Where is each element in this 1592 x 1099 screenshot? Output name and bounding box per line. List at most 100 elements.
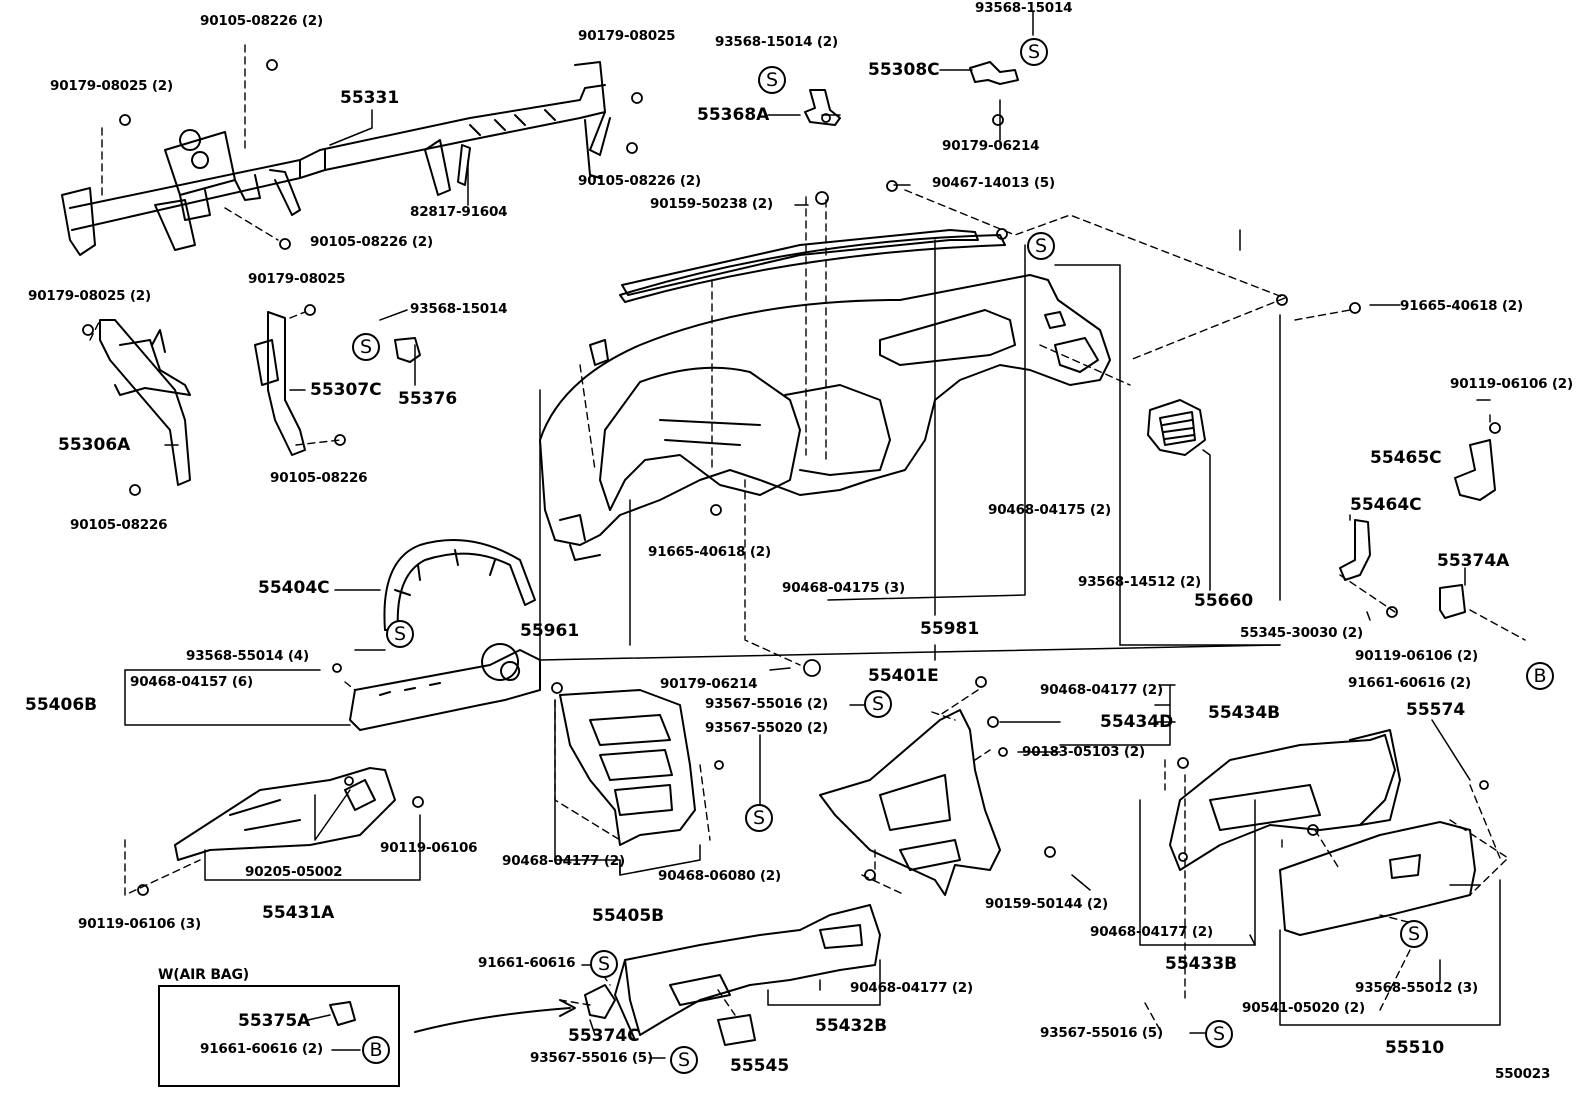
s-marker: S xyxy=(670,1046,698,1074)
part-label: 90468-04177 (2) xyxy=(850,980,973,996)
part-label: 91665-40618 (2) xyxy=(648,544,771,560)
part-label: 90179-08025 (2) xyxy=(28,288,151,304)
part-label: 90468-04177 (2) xyxy=(1040,682,1163,698)
bracket-55375A xyxy=(329,1001,356,1026)
s-marker: S xyxy=(1400,920,1428,948)
part-label: 90105-08226 xyxy=(270,470,368,486)
part-label: 90468-04177 (2) xyxy=(502,853,625,869)
part-label: 90179-06214 xyxy=(942,138,1040,154)
part-label: 55345-30030 (2) xyxy=(1240,625,1363,641)
glovebox-door-55510 xyxy=(1279,821,1476,936)
clip-55368A xyxy=(804,89,841,126)
part-label: 55376 xyxy=(398,389,458,409)
b-marker: B xyxy=(362,1036,390,1064)
part-label: 90159-50238 (2) xyxy=(650,196,773,212)
bracket-55465C xyxy=(1454,439,1496,501)
part-label: 55431A xyxy=(262,903,335,923)
airbag-inset-box xyxy=(158,985,400,1087)
dashed-leaders xyxy=(89,44,1526,1031)
part-label: 90468-04177 (2) xyxy=(1090,924,1213,940)
part-label: 90468-06080 (2) xyxy=(658,868,781,884)
part-label: 90468-04175 (2) xyxy=(988,502,1111,518)
part-label: 90179-08025 (2) xyxy=(50,78,173,94)
garnish-55404C xyxy=(383,539,536,631)
part-label: 90105-08226 (2) xyxy=(200,13,323,29)
part-label: 90541-05020 (2) xyxy=(1242,1000,1365,1016)
airbag-arrow xyxy=(414,1007,571,1033)
part-label: 93568-55012 (3) xyxy=(1355,980,1478,996)
part-label: 90105-08226 (2) xyxy=(578,173,701,189)
trim-panel-55406B xyxy=(349,643,541,731)
side-vent-55660 xyxy=(1147,399,1206,456)
clip-55376 xyxy=(394,337,421,363)
part-label: 93567-55016 (2) xyxy=(705,696,828,712)
part-label: 55374A xyxy=(1437,551,1510,571)
part-label: 90179-08025 xyxy=(248,271,346,287)
airbag-title: W(AIR BAG) xyxy=(158,967,249,983)
part-label: 55510 xyxy=(1385,1038,1445,1058)
s-marker: S xyxy=(864,690,892,718)
bracket-55374C xyxy=(584,984,616,1019)
cover-55545 xyxy=(717,1014,756,1046)
part-label: 55401E xyxy=(868,666,939,686)
part-label: 55307C xyxy=(310,380,382,400)
s-marker: S xyxy=(352,333,380,361)
bracket-55307C xyxy=(254,311,306,456)
part-label: 93568-15014 xyxy=(975,0,1073,16)
part-label: 93567-55016 (5) xyxy=(530,1050,653,1066)
part-label: 90179-06214 xyxy=(660,676,758,692)
part-label: 550023 xyxy=(1495,1066,1551,1082)
part-label: 55434B xyxy=(1208,703,1281,723)
part-label: 93568-55014 (4) xyxy=(186,648,309,664)
lower-finish-55432B xyxy=(614,904,881,1041)
part-label: 90467-14013 (5) xyxy=(932,175,1055,191)
part-label: 93567-55016 (5) xyxy=(1040,1025,1163,1041)
instrument-panel-55401E xyxy=(539,234,1111,561)
part-label: 90468-04175 (3) xyxy=(782,580,905,596)
bracket-55464C xyxy=(1339,519,1371,581)
bracket-55306A xyxy=(99,319,191,486)
s-marker: S xyxy=(1205,1020,1233,1048)
part-label: 91661-60616 (2) xyxy=(1348,675,1471,691)
s-marker: S xyxy=(590,950,618,978)
part-label: 55545 xyxy=(730,1056,790,1076)
bracket-55374A xyxy=(1439,584,1466,619)
part-label: 90159-50144 (2) xyxy=(985,896,1108,912)
defroster-strip-55981 xyxy=(621,229,979,296)
part-label: 82817-91604 xyxy=(410,204,508,220)
part-label: 93568-15014 xyxy=(410,301,508,317)
part-label: 90468-04157 (6) xyxy=(130,674,253,690)
part-label: 55405B xyxy=(592,906,665,926)
part-label: 90119-06106 (3) xyxy=(78,916,201,932)
part-label: 55961 xyxy=(520,621,580,641)
part-label: 55374C xyxy=(568,1026,640,1046)
part-label: 55465C xyxy=(1370,448,1442,468)
lower-panel-55431A xyxy=(174,767,396,861)
s-marker: S xyxy=(386,620,414,648)
part-label: 55464C xyxy=(1350,495,1422,515)
part-label: 90183-05103 (2) xyxy=(1022,744,1145,760)
solid-leaders xyxy=(124,11,1501,1059)
part-label: 91661-60616 xyxy=(478,955,576,971)
part-label: 93568-14512 (2) xyxy=(1078,574,1201,590)
airbag-arrowhead xyxy=(559,999,576,1017)
part-label: 90119-06106 (2) xyxy=(1355,648,1478,664)
part-label: 90179-08025 xyxy=(578,28,676,44)
part-label: 55660 xyxy=(1194,591,1254,611)
part-label: 55434D xyxy=(1100,712,1174,732)
part-label: 93567-55020 (2) xyxy=(705,720,828,736)
b-marker: B xyxy=(1526,662,1554,690)
part-label: 55306A xyxy=(58,435,131,455)
part-label: 55433B xyxy=(1165,954,1238,974)
glovebox-frame-55433B xyxy=(1169,729,1401,871)
part-label: 55404C xyxy=(258,578,330,598)
reinforcement-beam-55331 xyxy=(61,61,611,256)
part-label: 55981 xyxy=(920,619,980,639)
part-label: 55331 xyxy=(340,88,400,108)
part-label: 55574 xyxy=(1406,700,1466,720)
part-label: 55375A xyxy=(238,1011,311,1031)
part-label: 90119-06106 xyxy=(380,840,478,856)
center-panel-55434B xyxy=(819,709,1001,896)
fasteners xyxy=(82,59,1501,896)
